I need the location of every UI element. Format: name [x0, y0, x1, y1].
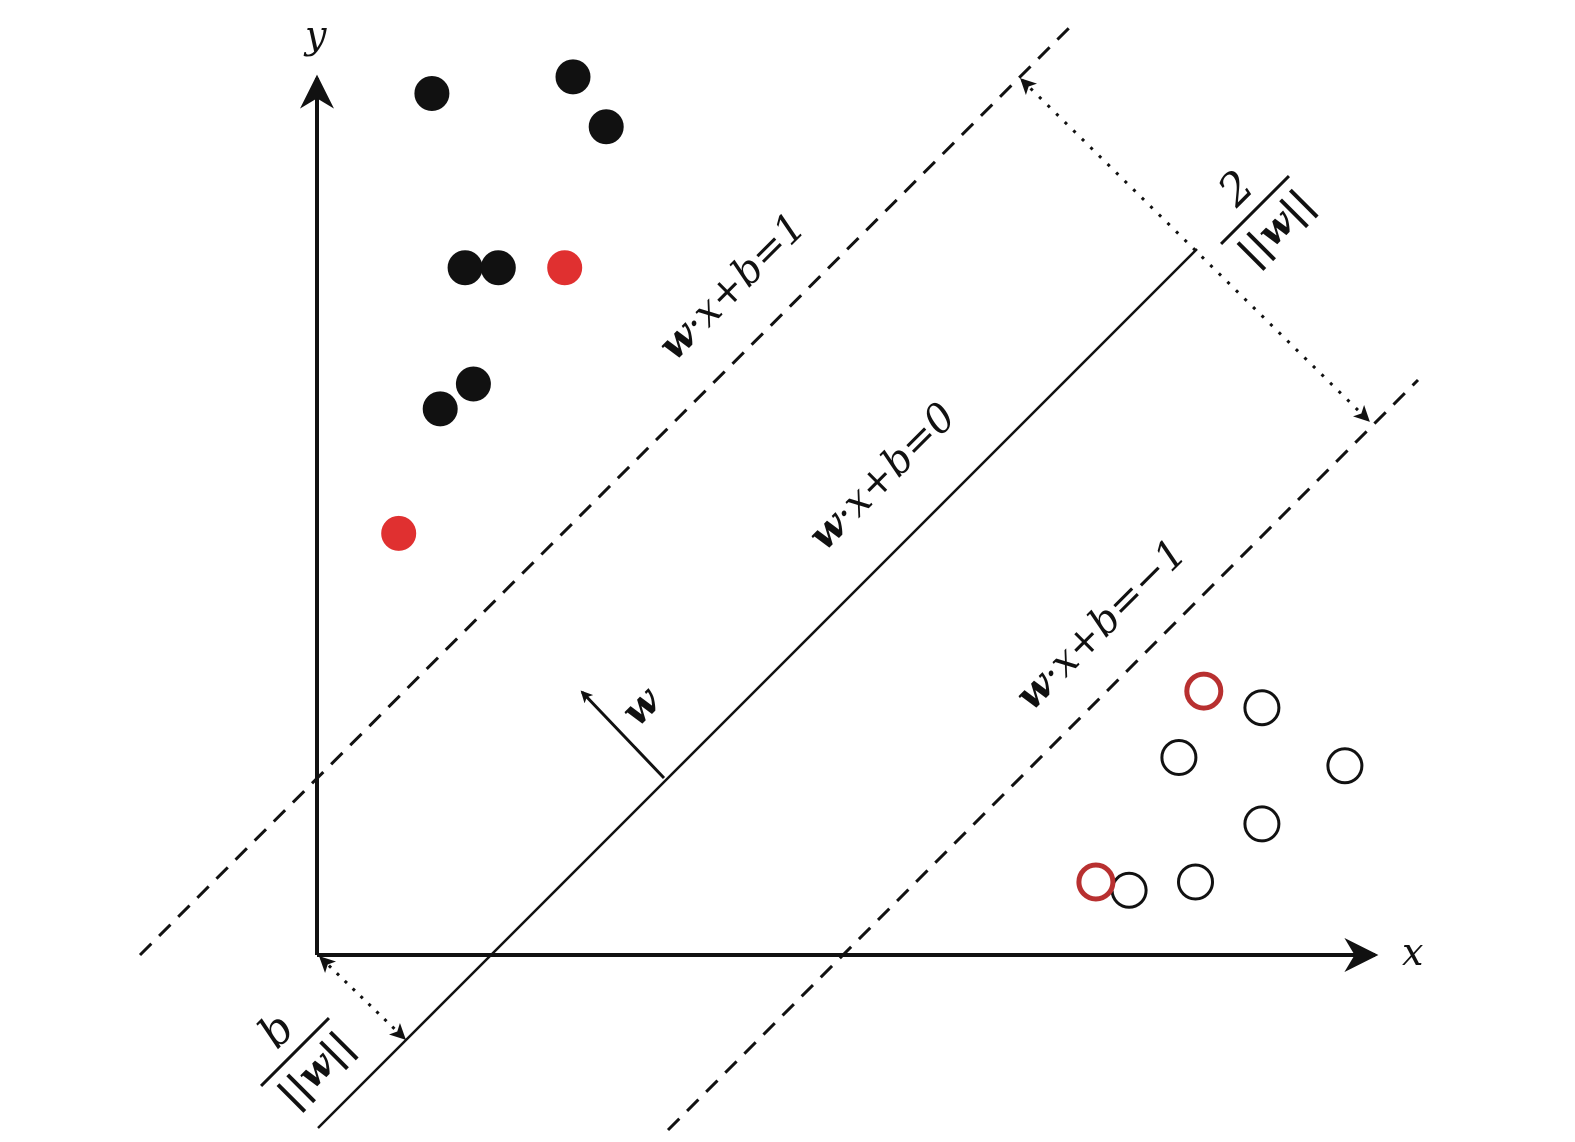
margin-positive-equation: w·x+b=1 [649, 203, 815, 369]
positive-point [414, 76, 450, 111]
margin-negative-equation: w·x+b=−1 [1006, 529, 1196, 719]
margin-line-negative [666, 378, 1420, 1132]
normal-vector-label: w [612, 676, 671, 735]
negative-point [1160, 739, 1198, 776]
positive-point [455, 366, 491, 402]
y-axis-label: y [303, 13, 327, 57]
margin-width-arrow [1020, 78, 1370, 422]
positive-point [447, 250, 483, 286]
positive-support-vector [381, 515, 417, 551]
negative-point [1177, 863, 1214, 901]
x-axis-label: x [1402, 930, 1423, 974]
positive-point [422, 391, 458, 427]
negative-support-vector [1076, 862, 1116, 902]
fraction-bar [259, 1016, 331, 1088]
positive-point [480, 250, 516, 286]
margin-line-positive [138, 20, 1077, 957]
positive-support-vector [547, 250, 583, 286]
fraction-bar [1219, 174, 1291, 246]
negative-support-vector [1184, 671, 1224, 711]
data-points [381, 59, 1364, 909]
negative-point [1243, 805, 1281, 843]
hyperplane-equation: w·x+b=0 [799, 393, 965, 559]
positive-point [555, 59, 591, 95]
offset-arrow [319, 956, 406, 1040]
positive-point [588, 109, 624, 145]
normal-vector-arrow [580, 690, 666, 780]
negative-point [1243, 689, 1281, 727]
negative-point [1110, 871, 1148, 909]
offset-fraction: b ||w|| [248, 1002, 362, 1116]
negative-point [1326, 747, 1364, 785]
